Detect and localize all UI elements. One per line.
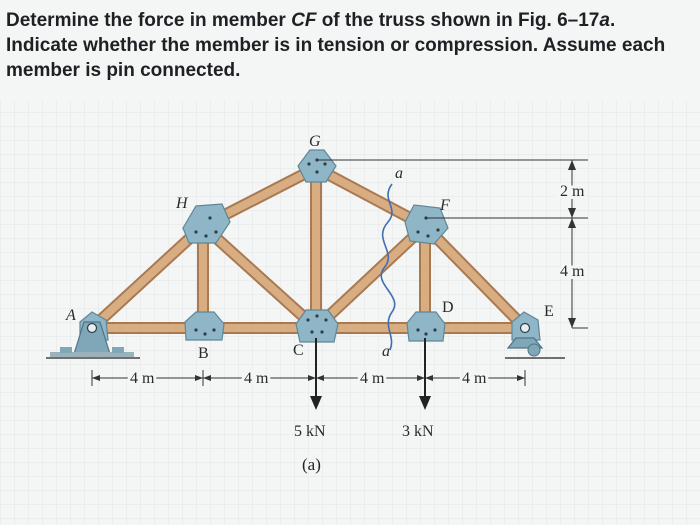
gusset-G bbox=[297, 149, 337, 183]
gusset-H bbox=[182, 203, 231, 244]
dim-label-span3: 4 m bbox=[360, 370, 385, 387]
roller-support-E bbox=[505, 322, 565, 359]
problem-line-1-text: Determine the force in member bbox=[6, 10, 292, 31]
gusset-B bbox=[184, 311, 225, 341]
dim-label-height-upper: 2 m bbox=[560, 183, 585, 200]
joint-label-B: B bbox=[198, 345, 209, 362]
dim-label-span4: 4 m bbox=[462, 370, 487, 387]
dim-label-span2: 4 m bbox=[244, 370, 269, 387]
dim-label-height-lower: 4 m bbox=[560, 263, 585, 280]
section-label-top: a bbox=[395, 165, 403, 182]
figure-caption: (a) bbox=[302, 455, 321, 474]
gusset-F bbox=[404, 204, 449, 245]
joint-label-E: E bbox=[544, 303, 554, 320]
problem-line-3: member is pin connected. bbox=[6, 60, 241, 81]
member-name: CF bbox=[291, 10, 317, 31]
section-cut-aa bbox=[380, 183, 396, 351]
gusset-D bbox=[406, 311, 446, 342]
problem-line-1-ref: of the truss shown in Fig. 6–17 bbox=[316, 10, 600, 31]
load-arrow-5kN bbox=[310, 338, 322, 410]
joint-label-C: C bbox=[293, 342, 304, 359]
gusset-C bbox=[295, 309, 339, 343]
load-label-3kN: 3 kN bbox=[402, 423, 434, 440]
pin-support-A bbox=[46, 321, 140, 359]
figure-suffix: a bbox=[599, 10, 610, 31]
joint-label-D: D bbox=[442, 299, 454, 316]
load-label-5kN: 5 kN bbox=[294, 423, 326, 440]
joint-label-G: G bbox=[309, 133, 321, 150]
dim-label-span1: 4 m bbox=[130, 370, 155, 387]
problem-statement: Determine the force in member CF of the … bbox=[6, 8, 700, 83]
section-label-bottom: a bbox=[382, 343, 390, 360]
joint-label-H: H bbox=[175, 195, 189, 212]
joint-label-A: A bbox=[65, 307, 76, 324]
problem-line-1-end: . bbox=[609, 10, 616, 31]
problem-line-2: Indicate whether the member is in tensio… bbox=[6, 35, 666, 56]
load-arrow-3kN bbox=[419, 338, 431, 410]
problem-line-1: Determine the force in member CF of the … bbox=[6, 8, 700, 33]
joint-label-F: F bbox=[439, 197, 450, 214]
